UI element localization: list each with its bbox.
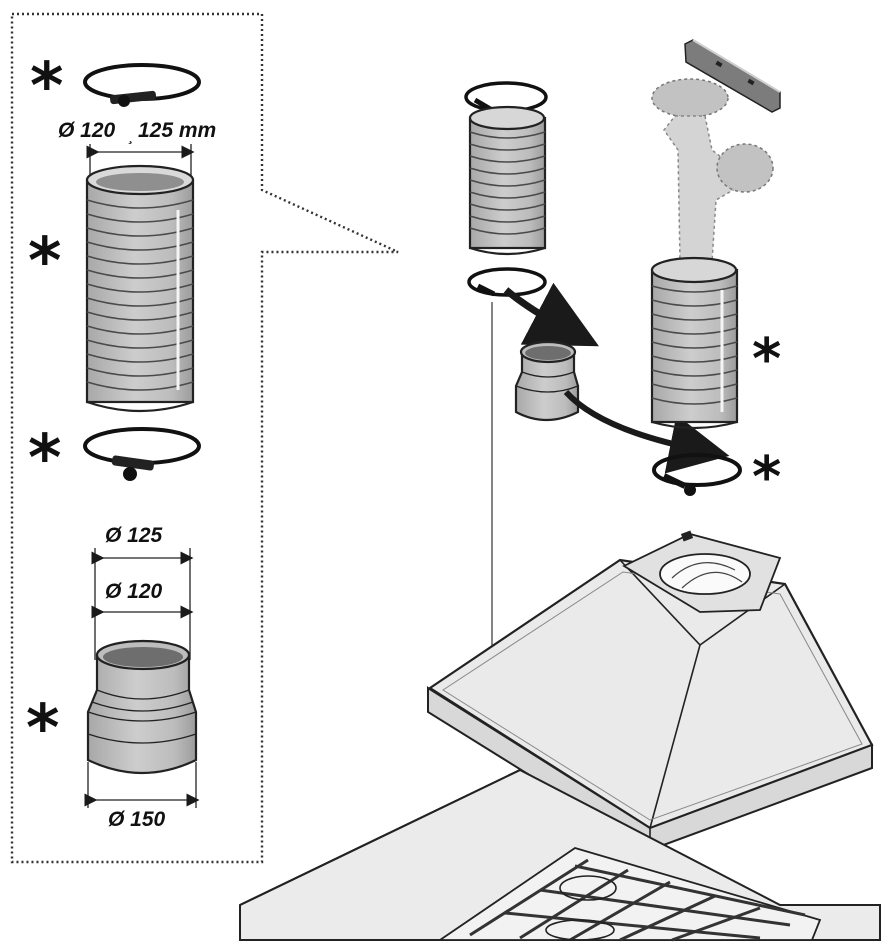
assembly-adapter [514,340,580,422]
adapter-top-outer-label: Ø 125 [105,524,163,547]
hose-clamp-bottom [83,427,201,481]
gas-hob [437,847,822,942]
hose-diameter-alt-label: 125 mm [138,119,216,142]
reducer-adapter [86,639,198,774]
outside-vent-ghost [651,78,774,263]
assembly-hose-large [650,256,739,430]
assembly-view: * * [239,39,881,942]
asterisk-adapter: * [26,692,59,766]
assembly-clamp-hood [652,453,742,496]
wall-bracket [684,39,781,113]
adapter-bottom-label: Ø 150 [108,808,166,831]
asterisk-hood-clamp: * [752,445,781,510]
hose-diameter-separator: ¸ [128,128,133,144]
arrow-to-hood-clamp [563,389,730,474]
arrow-to-adapter [503,282,599,347]
hose-clamp-top [83,63,201,107]
adapter-top-inner-label: Ø 120 [105,580,163,603]
detail-panel: * Ø 120 ¸ 125 mm [10,12,399,864]
range-hood [427,530,874,852]
asterisk-clamp-top: * [30,50,63,124]
asterisk-hose: * [28,225,61,299]
flexible-hose [85,164,195,413]
assembly-hose-small [468,105,547,256]
asterisk-clamp-bottom: * [28,422,61,496]
adapter-bottom-dimension [84,762,200,808]
adapter-top-outer-dimension [91,548,194,660]
hose-diameter-label: Ø 120 [58,119,116,142]
asterisk-large-hose: * [752,327,781,392]
